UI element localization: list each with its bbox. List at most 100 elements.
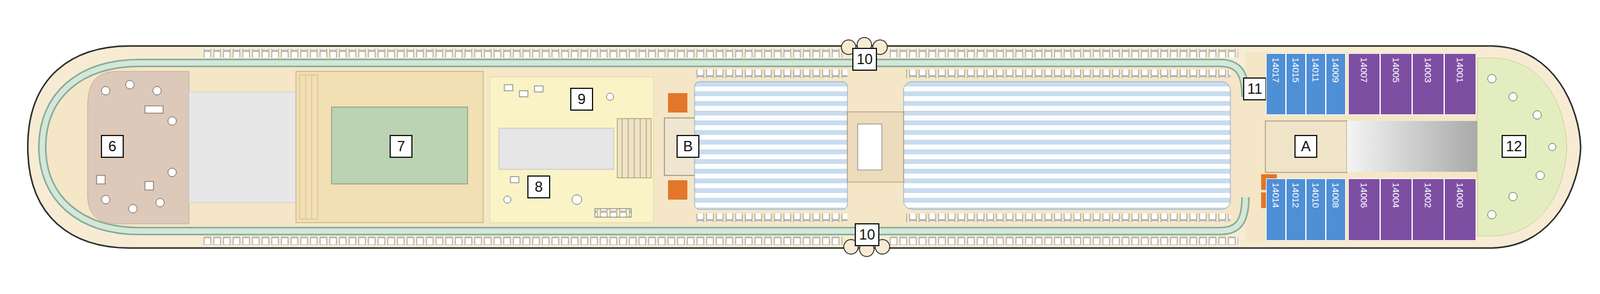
bar bbox=[144, 105, 164, 113]
toilet bbox=[668, 179, 688, 200]
table bbox=[1487, 210, 1497, 219]
table bbox=[167, 116, 177, 126]
cabin-number: 14000 bbox=[1455, 182, 1465, 208]
lounger-row bbox=[906, 213, 1231, 222]
stairs bbox=[857, 123, 882, 170]
hull bbox=[27, 45, 1581, 248]
cabin-number: 14006 bbox=[1359, 182, 1369, 208]
callout-number: 10 bbox=[856, 51, 873, 67]
table bbox=[606, 93, 614, 101]
table bbox=[1548, 143, 1556, 151]
cabin-number: 14017 bbox=[1271, 57, 1281, 83]
cabin: 14014 bbox=[1265, 178, 1286, 241]
lounger-row bbox=[694, 213, 848, 222]
seat bbox=[534, 85, 543, 92]
cabin-number: 14007 bbox=[1359, 57, 1369, 83]
lounge-furniture bbox=[96, 80, 177, 213]
cabin-deck bbox=[1245, 51, 1478, 242]
callout-box: 8 bbox=[527, 175, 551, 199]
stair-lines bbox=[622, 118, 647, 178]
stern-lounge bbox=[87, 71, 190, 224]
cabin: 14007 bbox=[1348, 53, 1381, 115]
lounger-row bbox=[906, 69, 1231, 78]
cabin-number: 14009 bbox=[1331, 57, 1341, 83]
cabin-number: 14014 bbox=[1271, 182, 1281, 208]
stair-line bbox=[646, 118, 647, 178]
table bbox=[1487, 74, 1497, 83]
elevator-a bbox=[1265, 120, 1347, 173]
cabin-number: 14011 bbox=[1311, 57, 1321, 83]
callout-number: 8 bbox=[534, 179, 543, 194]
table bbox=[152, 86, 162, 95]
spa-furniture bbox=[503, 84, 632, 217]
cabin: 14002 bbox=[1412, 178, 1445, 241]
cabin: 14010 bbox=[1305, 178, 1326, 241]
seat bbox=[504, 84, 513, 91]
callout-box: 7 bbox=[389, 134, 413, 158]
table bbox=[101, 195, 110, 204]
callout-number: 10 bbox=[858, 227, 876, 242]
cabin-number: 14003 bbox=[1423, 57, 1433, 83]
cabin: 14009 bbox=[1325, 53, 1346, 115]
step-line bbox=[305, 74, 307, 219]
lounger-row bbox=[887, 48, 1239, 58]
callout-number: 7 bbox=[396, 138, 405, 154]
cabin-number: 14010 bbox=[1311, 182, 1321, 208]
stair-line bbox=[640, 118, 641, 178]
table bbox=[167, 167, 177, 177]
walkway bbox=[42, 62, 1246, 231]
callout-number: A bbox=[1301, 138, 1311, 154]
spa-area bbox=[489, 76, 654, 223]
lounger-row bbox=[694, 69, 848, 78]
stair-line bbox=[634, 118, 635, 178]
cabin: 14004 bbox=[1380, 178, 1413, 241]
callout-number: 6 bbox=[108, 138, 116, 154]
cabin: 14008 bbox=[1325, 178, 1346, 241]
seat bbox=[144, 181, 154, 190]
callout-number: B bbox=[683, 138, 693, 154]
stair-line bbox=[628, 118, 629, 178]
cabin-number: 14005 bbox=[1391, 57, 1401, 83]
seat bbox=[96, 175, 106, 184]
cabin-number: 14002 bbox=[1423, 182, 1433, 208]
cabin: 14017 bbox=[1265, 53, 1286, 115]
table bbox=[1508, 192, 1518, 201]
toilet bbox=[668, 93, 688, 113]
cabin-number: 14004 bbox=[1391, 182, 1401, 208]
table bbox=[1535, 170, 1545, 180]
lounger-row bbox=[887, 236, 1239, 245]
table bbox=[125, 80, 135, 89]
table bbox=[503, 195, 511, 203]
cabin: 14000 bbox=[1444, 178, 1477, 241]
callout-number: 12 bbox=[1505, 138, 1523, 154]
table bbox=[571, 194, 582, 205]
cabin: 14005 bbox=[1380, 53, 1413, 115]
callout-box: 10 bbox=[854, 222, 880, 246]
deck-floor bbox=[42, 62, 1246, 231]
pool bbox=[331, 106, 468, 184]
callout-box: A bbox=[1294, 134, 1318, 158]
cabin-number: 14012 bbox=[1291, 182, 1301, 208]
pool bbox=[903, 81, 1231, 209]
stairs bbox=[617, 118, 652, 178]
table bbox=[128, 204, 138, 213]
callout-box: 11 bbox=[1243, 77, 1267, 101]
seat bbox=[510, 176, 519, 183]
table bbox=[1508, 92, 1518, 101]
table bbox=[101, 86, 110, 95]
callout-box: 6 bbox=[100, 134, 124, 158]
stair-hall bbox=[847, 111, 904, 182]
bow-deck bbox=[1477, 57, 1567, 236]
cabin-number: 14008 bbox=[1331, 182, 1341, 208]
pool-deck bbox=[295, 71, 484, 223]
callout-box: B bbox=[676, 134, 700, 158]
cabin: 14001 bbox=[1444, 53, 1477, 115]
cabin: 14003 bbox=[1412, 53, 1445, 115]
cabin: 14011 bbox=[1305, 53, 1326, 115]
lounger-row bbox=[202, 48, 843, 58]
cabin-number: 14015 bbox=[1291, 57, 1301, 83]
stair-core bbox=[1346, 120, 1478, 172]
lounger-row bbox=[594, 208, 632, 217]
callout-number: 9 bbox=[577, 91, 586, 107]
